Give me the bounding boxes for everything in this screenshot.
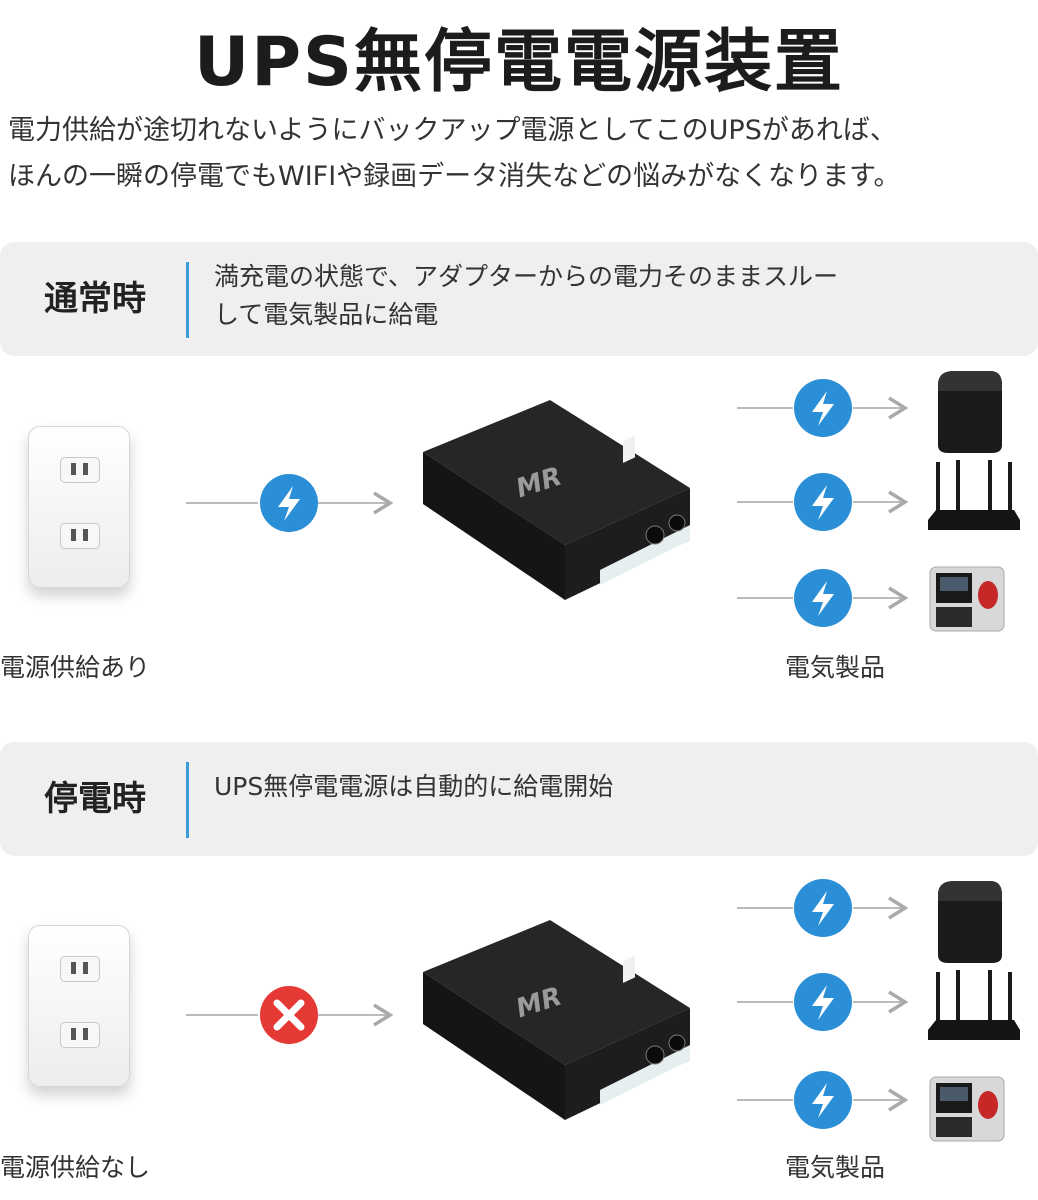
ups-device-icon: MR bbox=[423, 400, 690, 600]
section-normal-header: 通常時 満充電の状態で、アダプターからの電力そのままスルー して電気製品に給電 bbox=[0, 242, 1038, 356]
power-ok-icon bbox=[260, 474, 318, 532]
intro-line: ほんの一瞬の停電でもWIFIや録画データ消失などの悩みがなくなります。 bbox=[8, 161, 901, 192]
power-ok-icon bbox=[794, 379, 852, 437]
wall-outlet-icon bbox=[28, 426, 130, 588]
source-caption: 電源供給なし bbox=[0, 1153, 151, 1182]
section-outage-header: 停電時 UPS無停電電源は自動的に給電開始 bbox=[0, 742, 1038, 856]
power-ok-icon bbox=[794, 1071, 852, 1129]
power-ok-icon bbox=[794, 473, 852, 531]
description-line: 満充電の状態で、アダプターからの電力そのままスルー bbox=[214, 262, 839, 291]
wall-outlet-icon bbox=[28, 925, 130, 1087]
section-divider bbox=[186, 762, 189, 838]
section-description: 満充電の状態で、アダプターからの電力そのままスルー して電気製品に給電 bbox=[214, 258, 914, 334]
section-label: 通常時 bbox=[44, 279, 146, 319]
section-divider bbox=[186, 262, 189, 338]
section-label: 停電時 bbox=[44, 779, 146, 819]
modem-icon bbox=[938, 371, 1002, 453]
intro-line: 電力供給が途切れないようにバックアップ電源としてこのUPSがあれば、 bbox=[8, 115, 897, 146]
router-icon bbox=[928, 970, 1020, 1040]
ups-device-icon: MR bbox=[423, 920, 690, 1120]
devices-caption: 電気製品 bbox=[785, 1153, 886, 1182]
power-ok-icon bbox=[794, 569, 852, 627]
page-title: UPS無停電電源装置 bbox=[193, 23, 845, 102]
section-description: UPS無停電電源は自動的に給電開始 bbox=[214, 768, 914, 806]
intro-text: 電力供給が途切れないようにバックアップ電源としてこのUPSがあれば、 ほんの一瞬… bbox=[8, 108, 1038, 200]
output-flow bbox=[737, 879, 909, 1129]
time-clock-icon bbox=[929, 566, 1005, 632]
modem-icon bbox=[938, 881, 1002, 963]
description-line: UPS無停電電源は自動的に給電開始 bbox=[214, 772, 614, 801]
time-clock-icon bbox=[929, 1076, 1005, 1142]
router-icon bbox=[928, 460, 1020, 530]
description-line: して電気製品に給電 bbox=[214, 300, 439, 329]
source-caption: 電源供給あり bbox=[0, 653, 151, 682]
power-ok-icon bbox=[794, 879, 852, 937]
power-ok-icon bbox=[794, 973, 852, 1031]
devices-caption: 電気製品 bbox=[785, 653, 886, 682]
power-cut-icon bbox=[260, 986, 318, 1044]
output-flow bbox=[737, 379, 909, 627]
